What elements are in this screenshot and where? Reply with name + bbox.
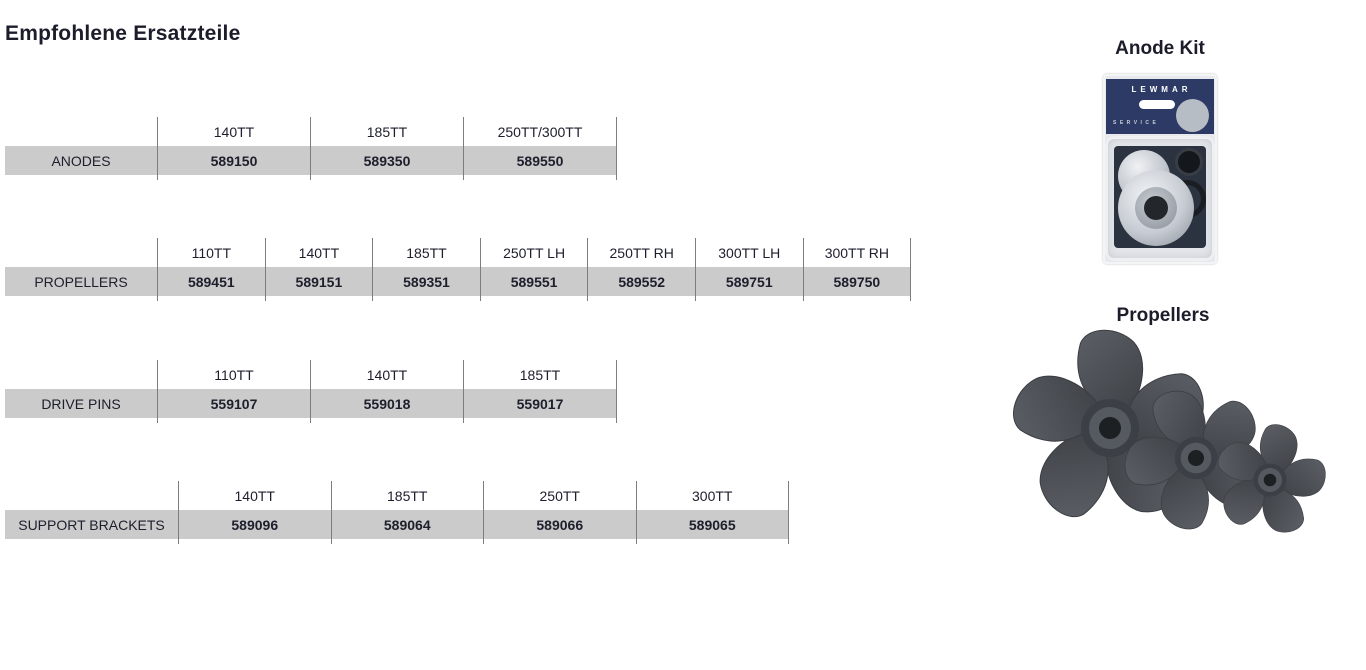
row-label: PROPELLERS — [5, 267, 157, 296]
blister-tray — [1105, 136, 1215, 261]
model-column: 185TT 589350 — [310, 117, 463, 180]
brand-logo-text: LEWMAR — [1131, 85, 1192, 94]
anode-disc-ring — [1135, 187, 1177, 229]
model-header-cell: 110TT — [214, 366, 254, 383]
anodes-table: ANODES 140TT 589150 185TT 589350 250TT/300TT 5… — [5, 117, 617, 180]
part-number-cell: 559107 — [158, 389, 310, 418]
empty-header-cell — [5, 360, 157, 389]
model-column: 140TT 589150 — [157, 117, 310, 180]
part-number-cell: 589066 — [484, 510, 636, 539]
label-column: ANODES — [5, 117, 157, 180]
package-service-text: SERVICE — [1113, 120, 1160, 126]
model-column: 300TT LH 589751 — [694, 238, 803, 301]
model-column: 250TT RH 589552 — [587, 238, 695, 301]
empty-header-cell — [5, 238, 157, 267]
anode-kit-image: LEWMAR SERVICE — [1103, 74, 1217, 264]
part-number-cell: 589550 — [464, 146, 616, 175]
model-header-cell: 300TT LH — [718, 244, 781, 261]
anode-disc-hole — [1144, 196, 1168, 220]
page-title: Empfohlene Ersatzteile — [5, 22, 241, 45]
table-right-border — [910, 238, 912, 301]
model-header-cell: 250TT — [539, 487, 580, 504]
empty-header-cell — [5, 481, 178, 510]
model-header-cell: 250TT RH — [609, 244, 674, 261]
propellers-image — [1000, 328, 1344, 556]
part-number-cell: 589096 — [179, 510, 331, 539]
model-header-cell: 140TT — [366, 366, 408, 383]
model-header-cell: 140TT — [298, 244, 340, 261]
model-header-cell: 300TT RH — [824, 244, 890, 261]
row-label: ANODES — [5, 146, 157, 175]
model-header-cell: 185TT — [519, 366, 561, 383]
model-header-cell: 250TT/300TT — [497, 123, 583, 140]
model-column: 110TT 559107 — [157, 360, 310, 423]
model-header-cell: 250TT LH — [503, 244, 566, 261]
part-number-cell: 589551 — [480, 267, 588, 296]
blister-backing — [1114, 146, 1206, 248]
label-column: SUPPORT BRACKETS — [5, 481, 178, 544]
hang-slot — [1139, 100, 1175, 109]
part-number-cell: 589065 — [636, 510, 788, 539]
model-column: 250TT LH 589551 — [479, 238, 588, 301]
row-label: SUPPORT BRACKETS — [5, 510, 178, 539]
model-header-cell: 185TT — [387, 487, 428, 504]
model-column: 185TT 589064 — [330, 481, 483, 544]
part-number-cell: 559018 — [311, 389, 463, 418]
model-header-cell: 185TT — [406, 244, 447, 261]
propellers-table: PROPELLERS 110TT 589451 140TT 589151 185TT 589… — [5, 238, 912, 301]
part-number-cell: 589064 — [331, 510, 483, 539]
label-column: DRIVE PINS — [5, 360, 157, 423]
package-header-card: LEWMAR SERVICE — [1106, 79, 1214, 134]
model-header-cell: 110TT — [191, 244, 232, 261]
model-column: 300TT RH 589750 — [802, 238, 911, 301]
part-number-cell: 589451 — [158, 267, 265, 296]
table-right-border — [616, 117, 617, 180]
part-number-cell: 589351 — [373, 267, 480, 296]
package-circle-badge — [1176, 99, 1209, 132]
label-column: PROPELLERS — [5, 238, 157, 301]
empty-header-cell — [5, 117, 157, 146]
table-right-border — [788, 481, 789, 544]
anode-kit-heading: Anode Kit — [1115, 38, 1205, 59]
model-column: 140TT 589151 — [264, 238, 373, 301]
model-column: 140TT 559018 — [310, 360, 463, 423]
part-number-cell: 559017 — [464, 389, 616, 418]
part-number-cell: 589350 — [311, 146, 463, 175]
model-column: 250TT 589066 — [483, 481, 636, 544]
kit-small-part — [1175, 148, 1203, 176]
model-column: 140TT 589096 — [178, 481, 331, 544]
part-number-cell: 589150 — [158, 146, 310, 175]
drive-pins-table: DRIVE PINS 110TT 559107 140TT 559018 185TT 559… — [5, 360, 617, 423]
part-number-cell: 589552 — [588, 267, 695, 296]
propellers-heading: Propellers — [1116, 305, 1210, 326]
model-column: 300TT 589065 — [635, 481, 788, 544]
model-header-cell: 140TT — [213, 123, 255, 140]
row-label: DRIVE PINS — [5, 389, 157, 418]
model-header-cell: 185TT — [366, 123, 408, 140]
model-column: 185TT 589351 — [372, 238, 480, 301]
model-column: 185TT 559017 — [463, 360, 616, 423]
table-right-border — [616, 360, 617, 423]
part-number-cell: 589751 — [695, 267, 803, 296]
model-column: 250TT/300TT 589550 — [463, 117, 616, 180]
model-header-cell: 300TT — [692, 487, 733, 504]
anode-disc-main — [1118, 170, 1194, 246]
model-column: 110TT 589451 — [157, 238, 265, 301]
part-number-cell: 589750 — [803, 267, 911, 296]
model-header-cell: 140TT — [234, 487, 275, 504]
part-number-cell: 589151 — [265, 267, 373, 296]
